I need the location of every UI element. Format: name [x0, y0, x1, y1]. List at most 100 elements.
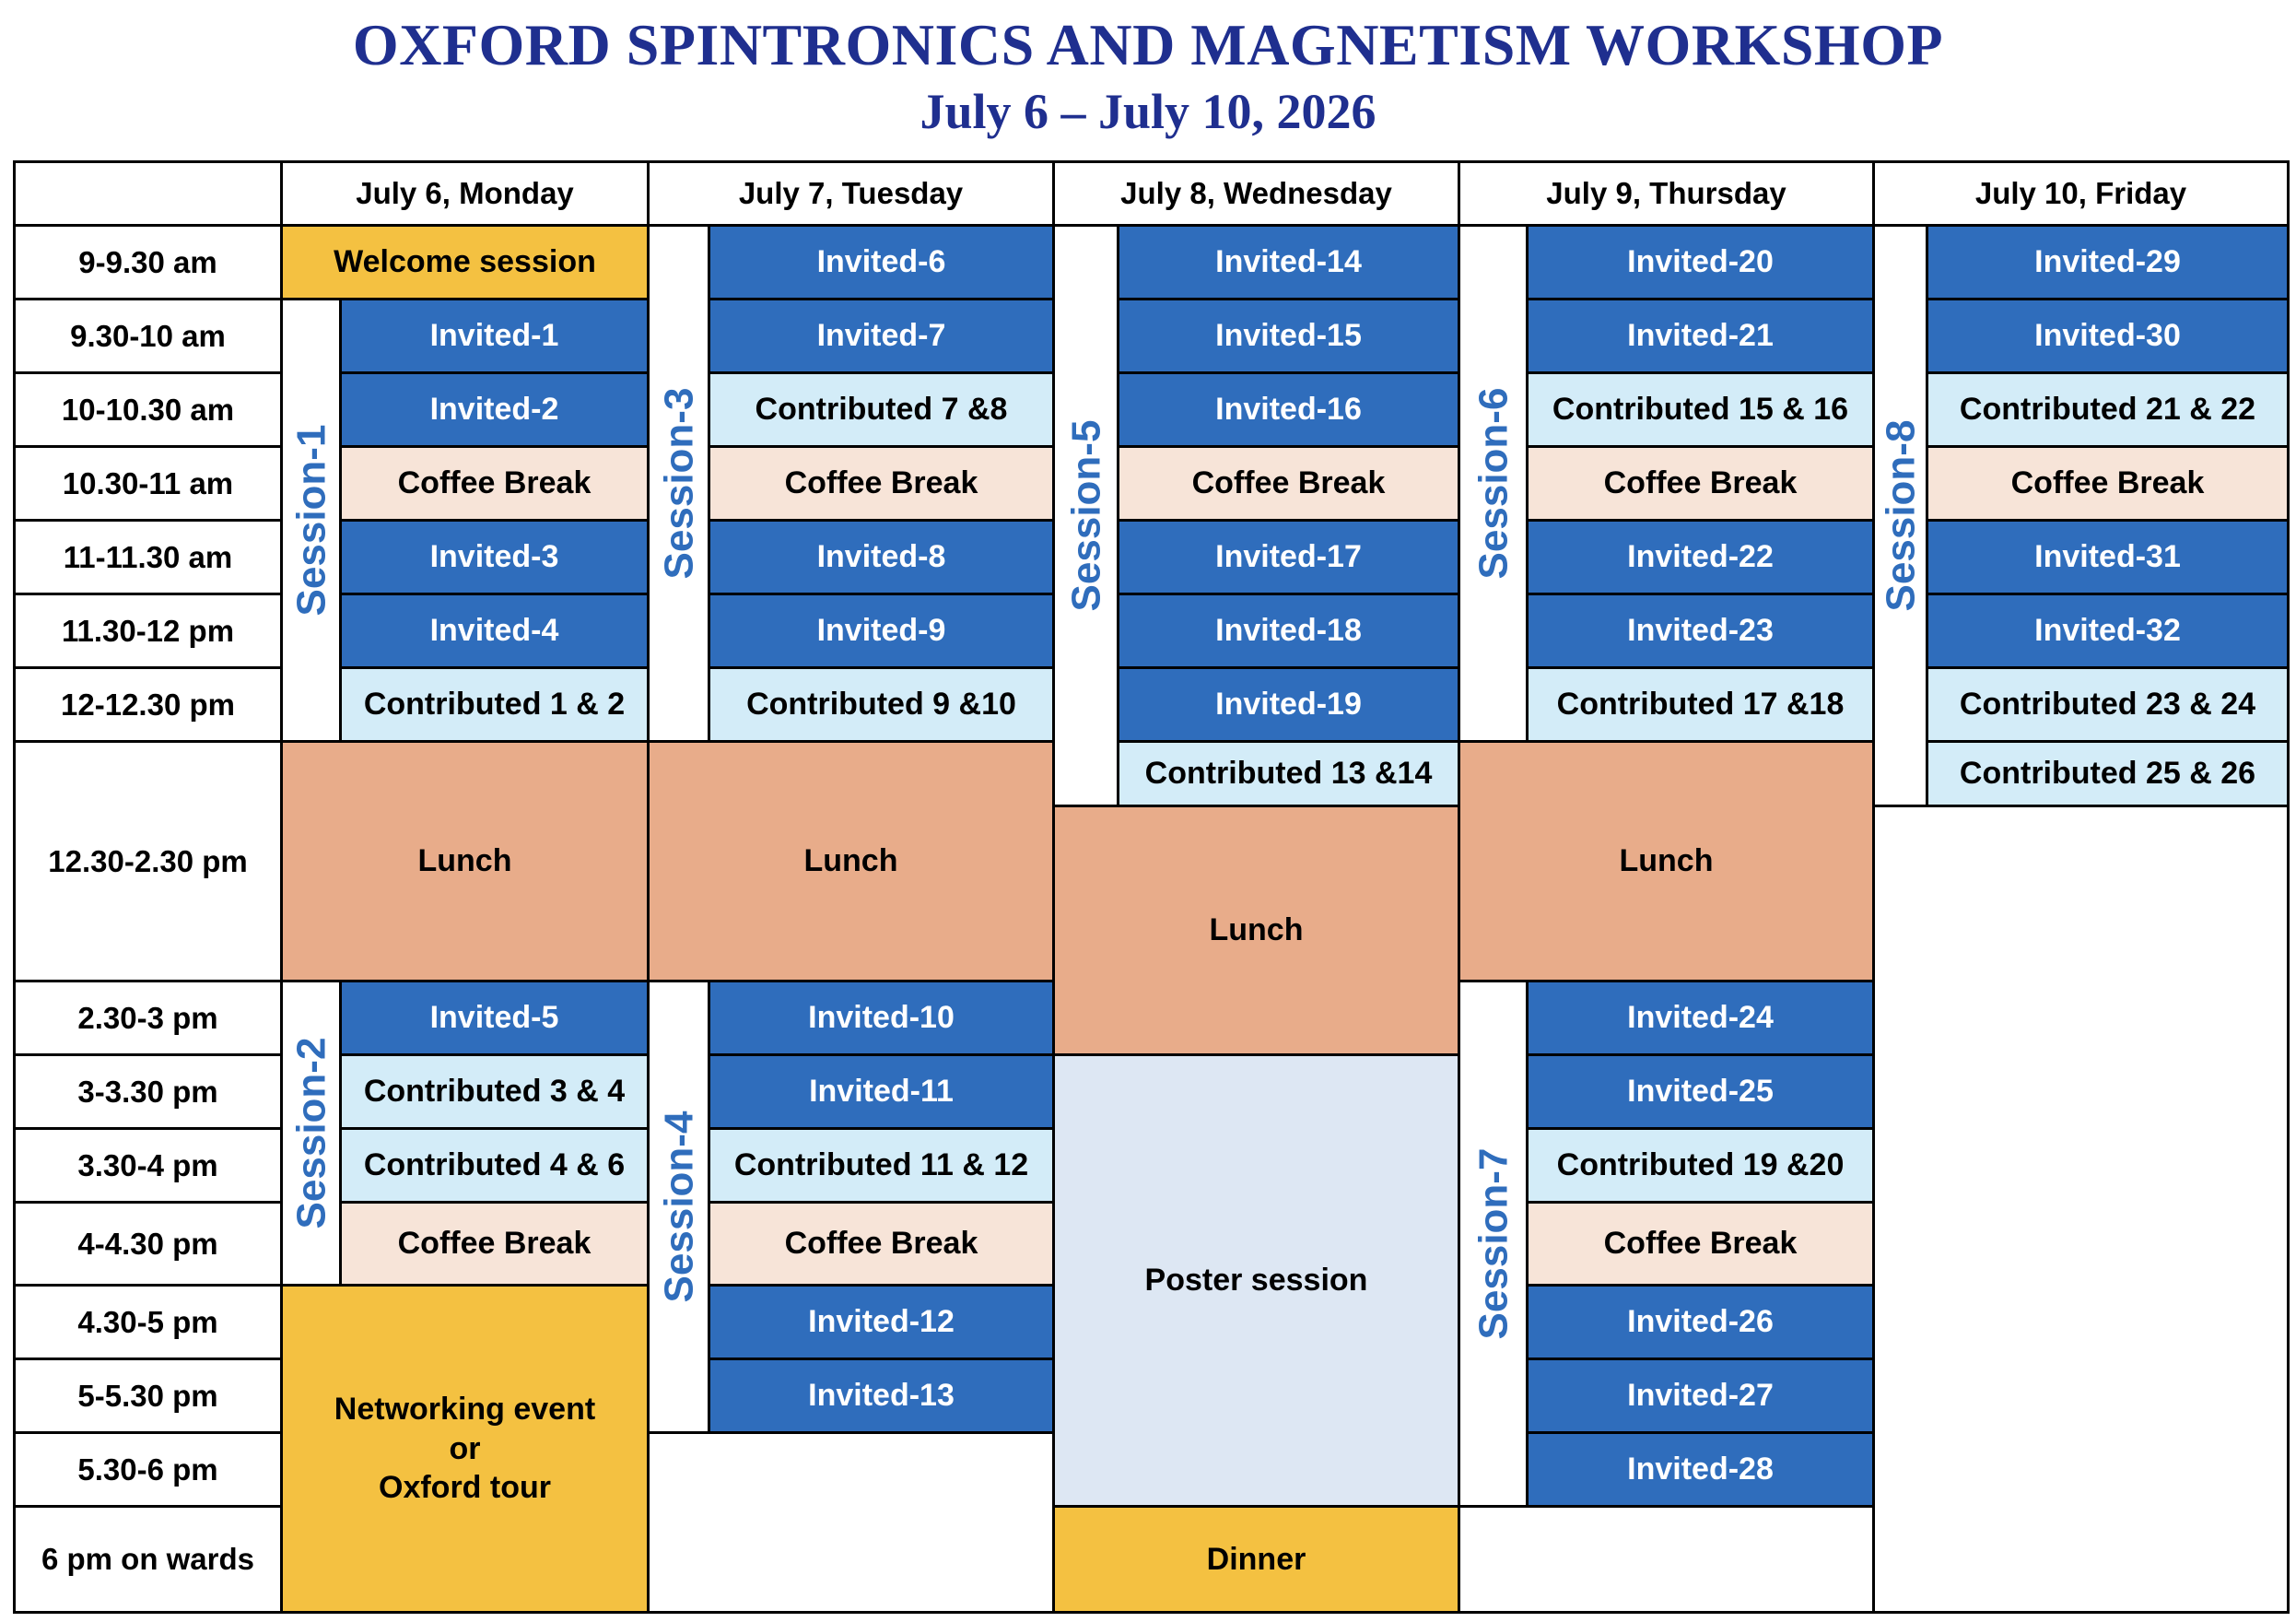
day-header: July 6, Monday: [280, 160, 650, 227]
invited-talk: Invited-31: [1926, 519, 2290, 595]
contributed-talk: Contributed 7 &8: [708, 371, 1055, 448]
invited-talk: Invited-28: [1526, 1431, 1875, 1508]
invited-talk: Invited-11: [708, 1053, 1055, 1130]
session-label: Session-2: [288, 1037, 334, 1229]
invited-talk: Invited-5: [339, 980, 650, 1056]
invited-talk: Invited-17: [1117, 519, 1460, 595]
session-strip: Session-3: [647, 224, 710, 743]
time-slot: 9-9.30 am: [13, 224, 283, 300]
session-strip: Session-1: [280, 298, 342, 743]
session-strip: Session-8: [1872, 224, 1928, 807]
contributed-talk: Contributed 4 & 6: [339, 1127, 650, 1204]
page-subtitle: July 6 – July 10, 2026: [920, 84, 1376, 139]
contributed-talk: Contributed 21 & 22: [1926, 371, 2290, 448]
session-strip: Session-5: [1052, 224, 1119, 807]
invited-talk: Invited-3: [339, 519, 650, 595]
coffee-break: Coffee Break: [339, 1201, 650, 1287]
coffee-break: Coffee Break: [1526, 445, 1875, 522]
empty-cell: [647, 1431, 1055, 1614]
empty-cell: [1872, 805, 2290, 1614]
invited-talk: Invited-30: [1926, 298, 2290, 374]
contributed-talk: Contributed 15 & 16: [1526, 371, 1875, 448]
time-slot: 6 pm on wards: [13, 1505, 283, 1614]
dinner-block: Dinner: [1052, 1505, 1460, 1614]
lunch-block: Lunch: [647, 740, 1055, 982]
time-slot: 5-5.30 pm: [13, 1358, 283, 1434]
header-corner: [13, 160, 283, 227]
session-label: Session-6: [1470, 387, 1516, 580]
poster-session: Poster session: [1052, 1053, 1460, 1508]
time-slot: 4-4.30 pm: [13, 1201, 283, 1287]
invited-talk: Invited-2: [339, 371, 650, 448]
session-label: Session-3: [656, 387, 701, 580]
time-slot: 5.30-6 pm: [13, 1431, 283, 1508]
invited-talk: Invited-7: [708, 298, 1055, 374]
invited-talk: Invited-10: [708, 980, 1055, 1056]
invited-talk: Invited-12: [708, 1284, 1055, 1360]
invited-talk: Invited-13: [708, 1358, 1055, 1434]
cell-line: Oxford tour: [379, 1470, 551, 1506]
time-slot: 12-12.30 pm: [13, 666, 283, 743]
session-strip: Session-2: [280, 980, 342, 1287]
empty-cell: [1458, 1505, 1875, 1614]
invited-talk: Invited-19: [1117, 666, 1460, 743]
time-slot: 11.30-12 pm: [13, 593, 283, 669]
session-strip: Session-7: [1458, 980, 1529, 1508]
page-title: OXFORD SPINTRONICS AND MAGNETISM WORKSHO…: [352, 12, 1944, 77]
coffee-break: Coffee Break: [708, 445, 1055, 522]
invited-talk: Invited-1: [339, 298, 650, 374]
contributed-talk: Contributed 9 &10: [708, 666, 1055, 743]
time-slot: 3-3.30 pm: [13, 1053, 283, 1130]
time-slot: 3.30-4 pm: [13, 1127, 283, 1204]
contributed-talk: Contributed 3 & 4: [339, 1053, 650, 1130]
session-label: Session-5: [1063, 419, 1108, 612]
session-label: Session-7: [1470, 1147, 1516, 1340]
session-label: Session-1: [288, 424, 334, 617]
session-strip: Session-4: [647, 980, 710, 1434]
invited-talk: Invited-14: [1117, 224, 1460, 300]
invited-talk: Invited-21: [1526, 298, 1875, 374]
cell-line: or: [449, 1430, 481, 1466]
coffee-break: Coffee Break: [1526, 1201, 1875, 1287]
contributed-talk: Contributed 1 & 2: [339, 666, 650, 743]
invited-talk: Invited-8: [708, 519, 1055, 595]
invited-talk: Invited-20: [1526, 224, 1875, 300]
time-slot: 10.30-11 am: [13, 445, 283, 522]
welcome-session: Welcome session: [280, 224, 650, 300]
contributed-talk: Contributed 25 & 26: [1926, 740, 2290, 807]
invited-talk: Invited-24: [1526, 980, 1875, 1056]
day-header: July 8, Wednesday: [1052, 160, 1460, 227]
day-header: July 7, Tuesday: [647, 160, 1055, 227]
lunch-block: Lunch: [280, 740, 650, 982]
session-strip: Session-6: [1458, 224, 1529, 743]
contributed-talk: Contributed 23 & 24: [1926, 666, 2290, 743]
time-slot: 9.30-10 am: [13, 298, 283, 374]
invited-talk: Invited-32: [1926, 593, 2290, 669]
coffee-break: Coffee Break: [339, 445, 650, 522]
invited-talk: Invited-25: [1526, 1053, 1875, 1130]
contributed-talk: Contributed 11 & 12: [708, 1127, 1055, 1204]
day-header: July 9, Thursday: [1458, 160, 1875, 227]
time-slot: 4.30-5 pm: [13, 1284, 283, 1360]
coffee-break: Coffee Break: [708, 1201, 1055, 1287]
lunch-block: Lunch: [1458, 740, 1875, 982]
coffee-break: Coffee Break: [1926, 445, 2290, 522]
session-label: Session-4: [656, 1111, 701, 1303]
invited-talk: Invited-6: [708, 224, 1055, 300]
time-slot: 12.30-2.30 pm: [13, 740, 283, 982]
contributed-talk: Contributed 13 &14: [1117, 740, 1460, 807]
session-label: Session-8: [1878, 419, 1923, 612]
contributed-talk: Contributed 19 &20: [1526, 1127, 1875, 1204]
cell-line: Networking event: [334, 1392, 596, 1428]
time-slot: 10-10.30 am: [13, 371, 283, 448]
invited-talk: Invited-16: [1117, 371, 1460, 448]
invited-talk: Invited-9: [708, 593, 1055, 669]
time-slot: 2.30-3 pm: [13, 980, 283, 1056]
invited-talk: Invited-22: [1526, 519, 1875, 595]
day-header: July 10, Friday: [1872, 160, 2290, 227]
invited-talk: Invited-4: [339, 593, 650, 669]
lunch-block: Lunch: [1052, 805, 1460, 1056]
invited-talk: Invited-27: [1526, 1358, 1875, 1434]
contributed-talk: Contributed 17 &18: [1526, 666, 1875, 743]
